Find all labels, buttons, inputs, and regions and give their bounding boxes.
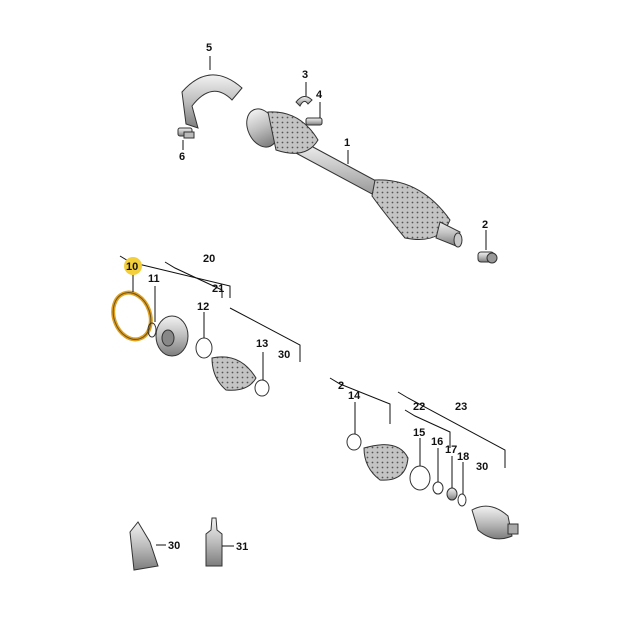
label-2-b: 2 bbox=[338, 380, 344, 392]
bolt-part-2 bbox=[477, 251, 498, 264]
bracket-22 bbox=[404, 409, 451, 448]
highlight-bubble-10 bbox=[124, 257, 142, 275]
bracket-23 bbox=[397, 391, 506, 468]
bracket-21 bbox=[164, 261, 223, 298]
bracket-30a bbox=[229, 307, 301, 362]
ring-part-16 bbox=[432, 481, 444, 495]
label-2: 2 bbox=[482, 219, 488, 231]
label-30-a: 30 bbox=[278, 349, 290, 361]
grease-tube-part bbox=[129, 521, 159, 571]
clamp-part-12 bbox=[195, 337, 213, 359]
part-labels: 5 3 4 1 6 2 20 10 21 11 12 13 30 2 14 22… bbox=[124, 42, 488, 553]
clamp-part-15 bbox=[409, 465, 431, 491]
seal-ring-part-10 bbox=[111, 290, 153, 342]
label-23: 23 bbox=[455, 401, 467, 413]
label-16: 16 bbox=[431, 436, 443, 448]
label-18: 18 bbox=[457, 451, 469, 463]
boot-part-lower-left bbox=[211, 356, 257, 391]
circlip-part-11 bbox=[147, 322, 157, 338]
bolt-part-4 bbox=[305, 117, 323, 126]
label-11: 11 bbox=[148, 273, 160, 285]
label-31: 31 bbox=[236, 541, 248, 553]
label-6: 6 bbox=[179, 151, 185, 163]
label-30-c: 30 bbox=[168, 540, 180, 552]
sealant-bottle-part bbox=[205, 517, 223, 567]
drive-shaft-assembly bbox=[246, 108, 463, 248]
label-3: 3 bbox=[302, 69, 308, 81]
clip-part-3 bbox=[295, 96, 313, 107]
circlip-part-18 bbox=[457, 493, 467, 507]
label-14: 14 bbox=[348, 390, 361, 402]
label-30-b: 30 bbox=[476, 461, 488, 473]
heat-shield-part bbox=[181, 74, 243, 129]
bracket-20 bbox=[119, 255, 231, 298]
boot-part-lower-right bbox=[363, 444, 409, 481]
label-1: 1 bbox=[344, 137, 350, 149]
label-17: 17 bbox=[445, 444, 457, 456]
joint-flange-part bbox=[155, 315, 189, 357]
bushing-part-17 bbox=[446, 487, 458, 501]
label-21: 21 bbox=[212, 283, 224, 295]
label-5: 5 bbox=[206, 42, 212, 54]
bolt-part-6 bbox=[177, 127, 195, 139]
label-12: 12 bbox=[197, 301, 209, 313]
label-4: 4 bbox=[316, 89, 323, 101]
clamp-part-14 bbox=[346, 433, 362, 451]
leader-lines bbox=[132, 56, 487, 547]
label-13: 13 bbox=[256, 338, 268, 350]
label-15: 15 bbox=[413, 427, 425, 439]
label-10: 10 bbox=[126, 261, 138, 273]
label-22: 22 bbox=[413, 401, 425, 413]
label-20: 20 bbox=[203, 253, 215, 265]
inner-joint-part bbox=[471, 505, 519, 540]
clamp-part-13 bbox=[254, 379, 270, 397]
bracket-2b bbox=[329, 377, 391, 424]
